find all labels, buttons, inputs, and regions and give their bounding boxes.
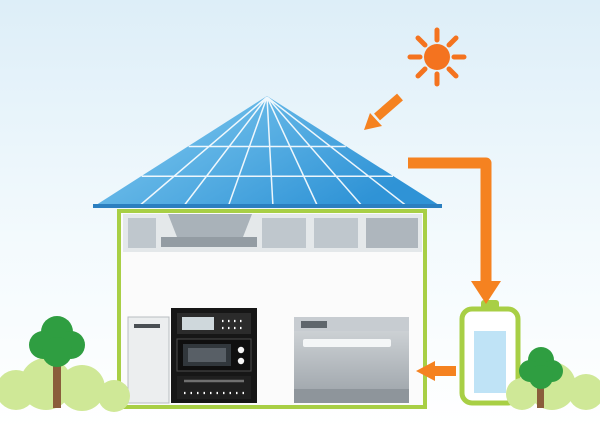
arrow-roof-to-battery-icon: [408, 157, 501, 304]
arrow-head: [364, 113, 382, 130]
window-pane: [314, 218, 358, 248]
solar-roof: [93, 96, 442, 208]
energy-flow-arrows: [364, 93, 501, 381]
stove-icon: [171, 308, 257, 403]
sun-rays: [407, 27, 467, 87]
microwave-glass: [188, 348, 226, 362]
range-hood-icon: [168, 214, 252, 237]
microwave-knob: [237, 357, 245, 365]
bush-circle: [59, 365, 105, 411]
arrow-head: [416, 361, 435, 381]
dishwasher-control: [301, 321, 327, 328]
battery-icon: [459, 300, 521, 406]
dishwasher-icon: [294, 317, 409, 403]
bush-circle: [568, 374, 600, 410]
arrow-head: [471, 281, 501, 304]
window-pane: [262, 218, 306, 248]
foliage-circle: [529, 365, 553, 389]
dishwasher-kickplate: [294, 389, 409, 403]
tree-left: [29, 316, 85, 408]
bush-circle: [98, 380, 130, 412]
kitchen-appliances: [127, 308, 409, 404]
window-pane: [128, 218, 156, 248]
tree-trunk: [53, 356, 61, 408]
foliage-circle: [42, 337, 72, 367]
sun-icon: [407, 27, 467, 87]
house: [117, 209, 427, 409]
tree-foliage: [519, 347, 563, 389]
tree-trunk: [537, 380, 544, 408]
stove-display: [182, 317, 214, 330]
battery-cell: [474, 331, 506, 393]
dishwasher-handle: [303, 339, 391, 347]
cabinet-handle: [134, 324, 160, 328]
microwave-knob: [237, 346, 245, 354]
arrow-shaft: [374, 93, 403, 121]
solar-panel-roof: [93, 96, 442, 207]
cabinet: [127, 316, 170, 404]
dishwasher-body: [294, 317, 409, 403]
sun-core: [424, 44, 450, 70]
upper-windows: [123, 214, 422, 252]
tree-right: [519, 347, 563, 408]
arrow-shaft: [408, 157, 492, 283]
solar-panel-grid: [137, 96, 409, 208]
arrow-battery-to-house-icon: [416, 361, 456, 381]
window-pane: [366, 218, 418, 248]
tree-foliage: [29, 316, 85, 367]
arrow-sun-to-roof-icon: [364, 93, 403, 130]
oven-drawer: [177, 376, 251, 399]
range-hood-slab: [161, 237, 257, 247]
